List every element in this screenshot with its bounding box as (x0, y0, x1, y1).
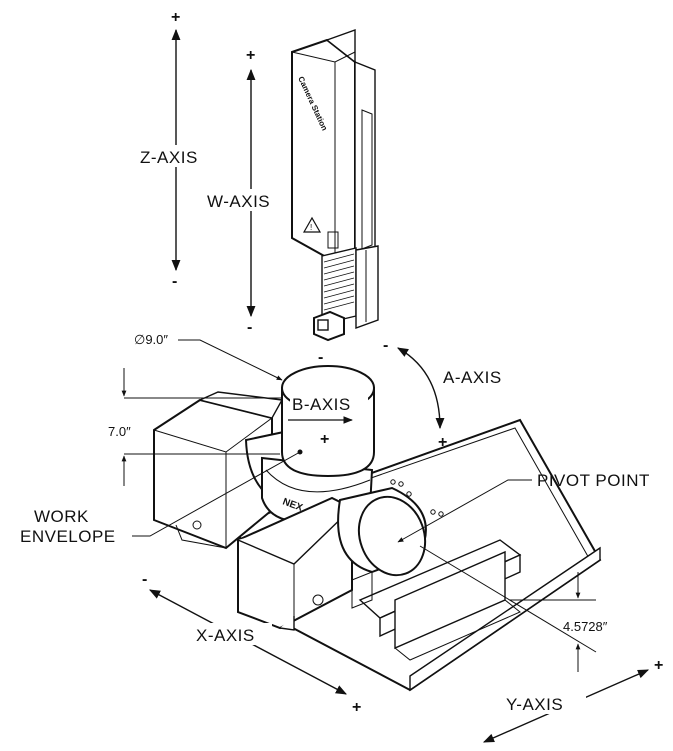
diameter-dimension-label: ∅9.0″ (134, 332, 168, 347)
x-axis-plus-sign: + (352, 699, 361, 716)
offset-dimension-label: 4.5728″ (563, 619, 608, 634)
w-axis-plus-sign: + (246, 47, 255, 64)
b-axis-plus-sign: + (320, 431, 329, 448)
z-axis-label: Z-AXIS (140, 148, 198, 167)
diameter-callout: ∅9.0″ (134, 332, 283, 381)
height-dimension-label: 7.0″ (108, 424, 131, 439)
a-axis-plus-sign: + (438, 434, 447, 451)
a-axis-label: A-AXIS (443, 368, 502, 387)
z-axis-indicator: Z-AXIS + - (138, 9, 218, 290)
pivot-point-callout: PIVOT POINT (397, 471, 650, 543)
w-axis-minus-sign: - (247, 319, 252, 336)
w-axis-label: W-AXIS (207, 192, 270, 211)
b-axis-minus-sign: - (318, 349, 323, 366)
warning-triangle-icon (302, 216, 322, 233)
x-axis-indicator: X-AXIS - + (142, 571, 361, 716)
z-axis-plus-sign: + (171, 9, 180, 26)
a-axis-indicator: A-AXIS - + (383, 337, 502, 451)
work-envelope-label-line2: ENVELOPE (20, 527, 116, 546)
y-axis-indicator: Y-AXIS + (482, 657, 663, 743)
w-axis-indicator: W-AXIS + - (205, 47, 289, 336)
a-axis-minus-sign: - (383, 337, 388, 354)
x-axis-label: X-AXIS (196, 626, 255, 645)
vertical-column: Camera Station ! (291, 29, 379, 342)
b-axis-cylinder: 7.0″ B-AXIS - + (108, 349, 375, 486)
y-axis-plus-sign: + (654, 657, 663, 674)
x-axis-minus-sign: - (142, 571, 147, 588)
offset-dimension: 4.5728″ (419, 545, 608, 672)
work-envelope-label-line1: WORK (34, 507, 89, 526)
pivot-point-label: PIVOT POINT (537, 471, 650, 490)
svg-text:!: ! (310, 223, 312, 232)
work-envelope-callout: WORK ENVELOPE (20, 449, 303, 546)
a-axis-arrow (397, 347, 445, 430)
z-axis-minus-sign: - (172, 273, 177, 290)
y-axis-label: Y-AXIS (506, 695, 563, 714)
b-axis-label: B-AXIS (292, 395, 351, 414)
pivot-disc (337, 486, 427, 609)
